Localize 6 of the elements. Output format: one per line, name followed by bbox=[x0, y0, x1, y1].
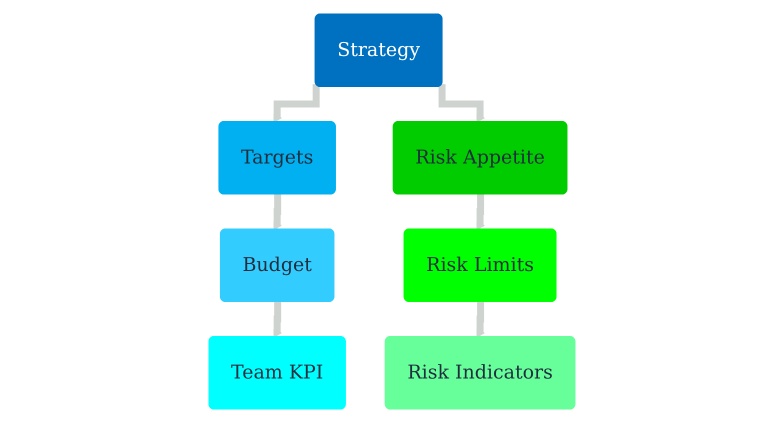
arrow bbox=[438, 84, 484, 122]
arrow bbox=[476, 302, 484, 338]
arrow bbox=[272, 302, 282, 338]
arrow bbox=[272, 194, 282, 230]
arrow bbox=[272, 84, 320, 122]
arrow bbox=[476, 194, 484, 230]
